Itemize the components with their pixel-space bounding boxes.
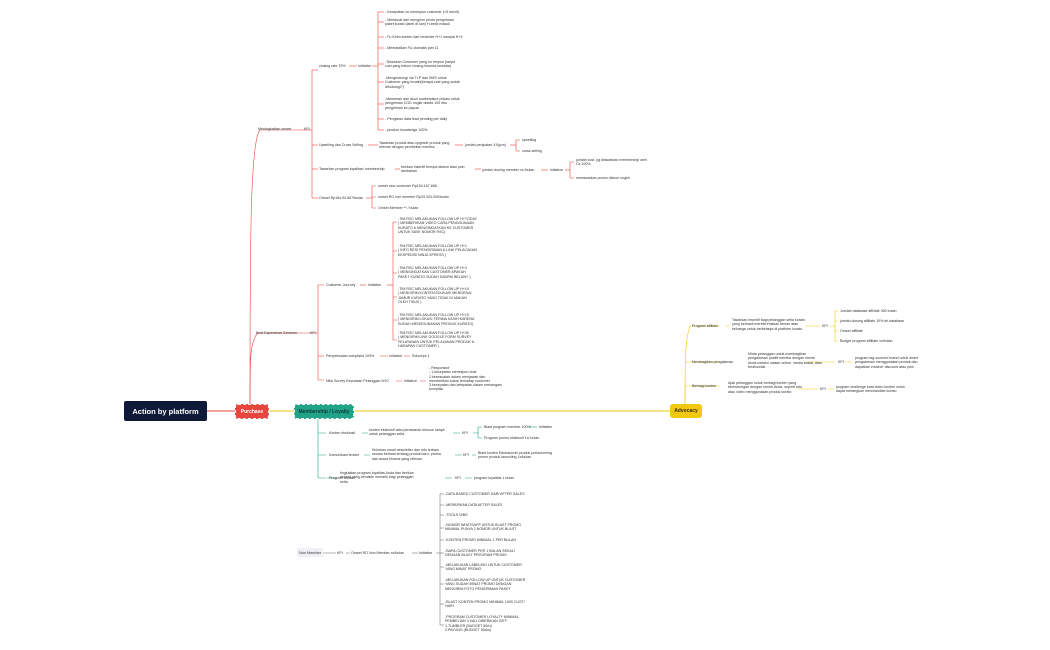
- komunikasi-result: Blast konten Edukasi,info produk prelaun…: [478, 451, 552, 460]
- komunikasi-node[interactable]: Komunikasi teratur: [329, 453, 359, 457]
- journey-item: -TIM RSC MELAKUKAN FOLLOW UP H+30 ( MENG…: [398, 331, 475, 348]
- journey-item: -TIM RSC MELAKUKAN FOLLOW UP H+1 ( INFO …: [398, 244, 477, 257]
- affiliate-item: Budget program affiliate xx/bulan: [840, 339, 893, 343]
- initiative-label: Initiative: [358, 64, 372, 68]
- kpi-label: KPI: [337, 551, 343, 555]
- best-experience-node[interactable]: Best Experience Services: [256, 331, 297, 335]
- kpi-label: KPI: [455, 476, 461, 480]
- berbagi-desc: Ajak pelanggan untuk berbagi konten yang…: [728, 381, 803, 394]
- konten-item: Blast program member 100%: [484, 425, 531, 429]
- non-member-item: -NOMOR WHATSAPP UNTUK BLAST PROMO MINIMA…: [445, 523, 522, 532]
- journey-item: -TIM RSC MELAKUKAN FOLLOW UP H+15 ( MENG…: [398, 313, 475, 326]
- affiliate-item: jumlah closing affiliate 10% dri databas…: [840, 319, 905, 323]
- initiative-label: initiative: [550, 168, 563, 172]
- non-member-item: -MELAKUKAN FOLLOW UP UNTUK CUSTOMER YANG…: [445, 578, 526, 591]
- affiliate-node[interactable]: Program affiliasi: [692, 324, 718, 328]
- affiliate-item: Jumlah database affiliate 300 bulan: [840, 309, 897, 313]
- complaint-result: Solusi/ps 1: [412, 354, 430, 358]
- non-member-item: -BAPA CUSTOMER PER 1 BULAN SEKALI DENGAN…: [445, 549, 515, 558]
- closing-item: - product knowledge 100%: [385, 128, 428, 132]
- complaint-node[interactable]: Penyelesaian complaint 100%: [326, 354, 375, 358]
- reward-node[interactable]: Program reward: [329, 476, 355, 480]
- kpi-label: KPI: [838, 360, 844, 364]
- kpi-label: KPI: [820, 387, 826, 391]
- kpi-label: KPI: [822, 324, 828, 328]
- non-member-item: -MELAKUKAN LABELING UNTUK CUSTOMER YANG …: [445, 563, 522, 572]
- closing-item: - Kecepatan cs merespon customer (<5 men…: [385, 10, 460, 14]
- initiative-label: Initiative: [539, 425, 553, 429]
- closing-item: - Membuat dan mengirim photo pengiriman …: [385, 18, 454, 27]
- initiative-label: Initiative: [419, 551, 433, 555]
- closing-item: -Tekankan Customer yang no respon (tanpa…: [385, 60, 456, 69]
- closing-rate-node[interactable]: closing rate 75%: [319, 64, 346, 68]
- pengalaman-desc: Minta pelanggan untuk membagikan pengala…: [748, 352, 822, 369]
- omset-item: Omset Member ** / bulan: [378, 206, 419, 210]
- kpi-label: KPI: [462, 431, 468, 435]
- upselling-desc: Tawarkan produk atau upgrade produk yang…: [379, 141, 450, 150]
- stage-membership[interactable]: Membership / Loyalty: [294, 404, 354, 419]
- upselling-node[interactable]: Upselling dan Cross Selling: [319, 143, 363, 147]
- upselling-leaf: upselling: [522, 138, 537, 142]
- non-member-node[interactable]: Non Member: [297, 548, 323, 557]
- closing-item: - Fu Kirim konten dari reminder H+1 samp…: [385, 35, 463, 39]
- loyalitas-item: jumlah cust. yg ditawarkan membership ol…: [576, 158, 647, 167]
- reward-desc: tingkatkan program loyalitas Anda dan be…: [340, 471, 414, 484]
- omset-item: omset new customer Rp194.167.666: [378, 184, 437, 188]
- non-member-item: -TOOLS WBS: [445, 513, 468, 517]
- pengalaman-result: program tag-zoomed brand untuk share pen…: [855, 356, 919, 369]
- non-member-item: -PROGRAM CUSTOMER LOYALTY MINIMAL PEMBEL…: [445, 615, 519, 632]
- journey-item: -TIM RSC MELAKUKAN FOLLOW UP H+TODAY ( M…: [398, 217, 477, 234]
- root-node[interactable]: Action by platform: [124, 401, 207, 421]
- konten-eksklusif-node[interactable]: Konten eksklusif: [329, 431, 356, 435]
- survey-desc: - Response# - 1.kecepatan menespon chat …: [429, 366, 502, 392]
- initiative-label: Initiative: [389, 354, 403, 358]
- initiative-label: Initiative: [368, 283, 382, 287]
- closing-item: - Memastikan FU otomatis jam 11: [385, 46, 439, 50]
- loyalitas-desc: berikan insentif berupa diskon atau poin…: [401, 165, 465, 174]
- loyalitas-target: jumlah closing member xx /bulan: [482, 168, 535, 172]
- komunikasi-desc: Kirimkan email newsletter dan info terba…: [372, 448, 442, 461]
- affiliate-item: Omset affiliate: [840, 329, 863, 333]
- survey-node[interactable]: Nilai Survey Kepuasan Pelanggan 9/10: [326, 379, 389, 383]
- kpi-label: KPI: [310, 331, 316, 335]
- berbagi-konten-node[interactable]: Berbagi konten: [692, 384, 717, 388]
- customer-journey-node[interactable]: Customer Journey: [326, 283, 356, 287]
- initiative-label: initiative: [404, 379, 417, 383]
- non-member-item: -BLAST KONTEN PROMO MINIMAL 1000 CUST/ H…: [445, 600, 525, 609]
- konten-item: Program promo eksklusif 1x/ bulan: [484, 436, 540, 440]
- kpi-label: KPI: [463, 453, 469, 457]
- berbagi-result: program challenge buat video konten untu…: [836, 385, 905, 394]
- journey-item: -TIM RSC MELAKUKAN FOLLOW UP H+3 ( MENGI…: [398, 266, 471, 279]
- affiliate-desc: Tawarkan insentif bagi pelanggan setia k…: [732, 318, 805, 331]
- pengalaman-node[interactable]: Membagikan pengalaman: [692, 360, 734, 364]
- non-member-item: -MERAPIKAN DATA AFTER SALES: [445, 503, 503, 507]
- non-member-target: Omset RO Non Member xx/bulan: [351, 551, 405, 555]
- kpi-label: KPI: [304, 127, 310, 131]
- closing-item: - Pengisian data lead pending per daily: [385, 117, 448, 121]
- konten-desc: konten eksklusif atau penawaran khusus h…: [369, 428, 445, 437]
- upselling-target: jumlah penjualan XX(pcs): [465, 143, 506, 147]
- omset-node[interactable]: Omset Rp164.94.667/bulan: [319, 196, 363, 200]
- cross-selling-leaf: cross selling: [522, 149, 542, 153]
- loyalitas-node[interactable]: Tawarkan program loyalitas/ membership: [319, 167, 385, 171]
- reward-result: program loyalitas 1 bulan: [474, 476, 515, 480]
- meningkatkan-omset-node[interactable]: Meningkatkan omset: [258, 127, 292, 131]
- closing-item: -Memesan dari akun marketplace pokasi un…: [385, 97, 460, 110]
- loyalitas-item: menawarkan promo diskon ongkir: [576, 176, 630, 180]
- non-member-item: -KONTEN PROMO MINIMAL 1 PER BULAN: [445, 538, 516, 542]
- closing-item: -Menghubungi via TLP dan SMS untuk Custo…: [385, 76, 461, 89]
- omset-item: omset RO non member Rp33.333.000/bulan: [378, 195, 449, 199]
- journey-item: -TIM RSC MELAKUKAN FOLLOW UP H+10 ( MENG…: [398, 287, 472, 304]
- non-member-item: -DATA BASED CUSTOMER DARI AFTER SALES: [445, 492, 525, 496]
- stage-advocacy[interactable]: Advocacy: [670, 404, 702, 418]
- stage-purchase[interactable]: Purchase: [235, 404, 269, 419]
